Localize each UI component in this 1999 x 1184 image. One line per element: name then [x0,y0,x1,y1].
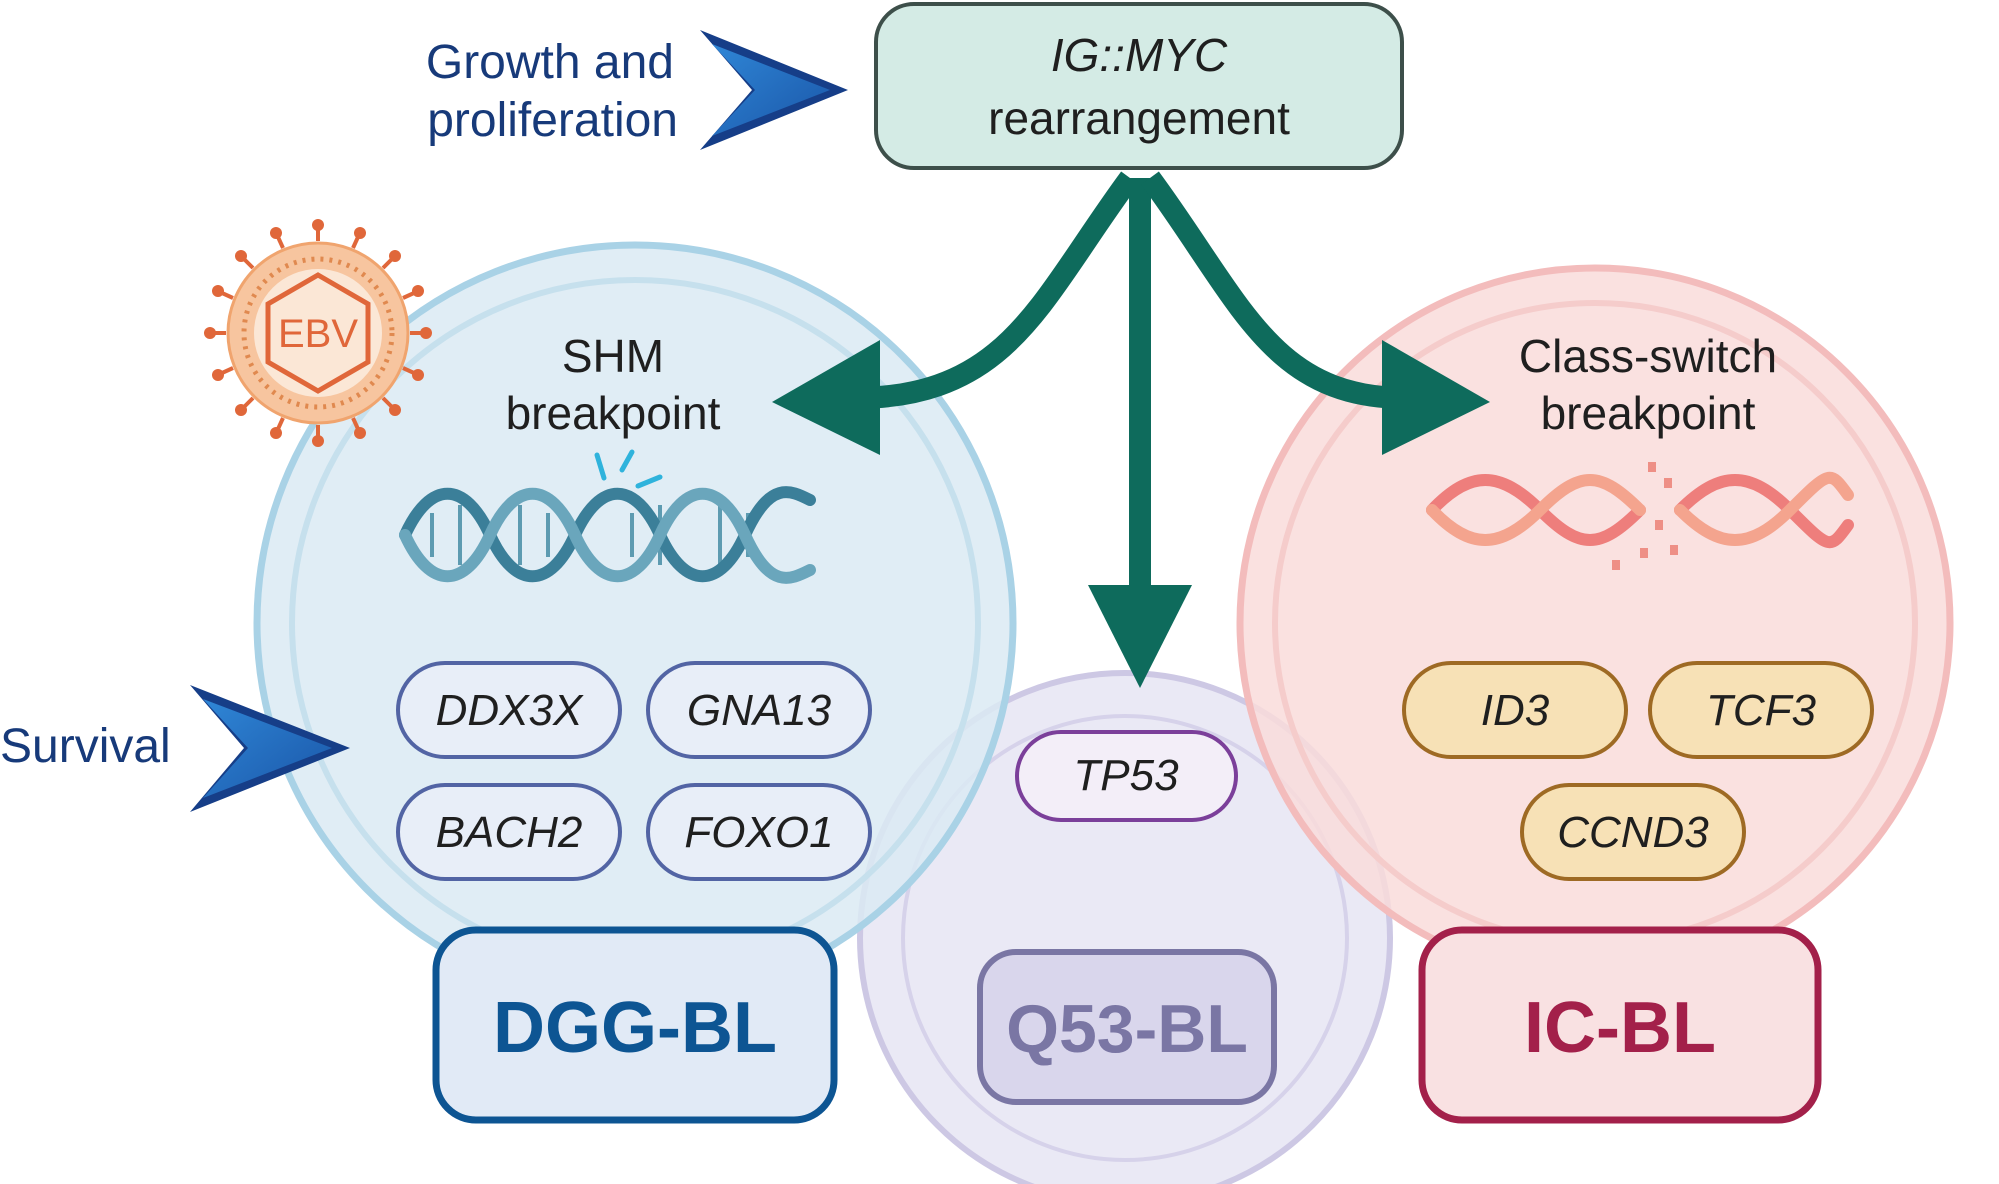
gene-pill-ddx3x: DDX3X [396,661,622,759]
gene-pill-foxo1: FOXO1 [646,783,872,881]
gene-pill-gna13: GNA13 [646,661,872,759]
survival-label: Survival [0,720,171,773]
shm-label-line2: breakpoint [506,387,721,439]
gene-label: BACH2 [436,808,583,857]
growth-chevron-icon [700,30,848,150]
subtype-label-dgg-bl: DGG-BL [493,988,777,1068]
broken-dna-helix-icon [1426,462,1854,570]
subtype-label-ic-bl: IC-BL [1524,988,1716,1068]
subtype-box-dgg-bl: DGG-BL [432,926,838,1124]
arrow-to-class-switch-icon [1141,171,1490,455]
ebv-label: EBV [278,312,358,356]
growth-label-line2: proliferation [427,94,678,147]
gene-label: CCND3 [1557,808,1709,857]
subtype-box-ic-bl: IC-BL [1418,926,1822,1124]
gene-label: ID3 [1481,686,1550,735]
gene-pill-ccnd3: CCND3 [1520,783,1746,881]
myc-label-line1: IG::MYC [1051,29,1228,81]
gene-label: FOXO1 [684,808,833,857]
shm-label-line1: SHM [562,330,664,382]
gene-label: DDX3X [436,686,584,735]
class-switch-label-line2: breakpoint [1541,387,1756,439]
subtype-box-q53-bl: Q53-BL [977,949,1277,1105]
gene-label: TP53 [1073,751,1179,800]
gene-label: GNA13 [687,686,832,735]
gene-pill-id3: ID3 [1402,661,1628,759]
dna-helix-icon [399,449,816,584]
gene-pill-tp53: TP53 [1015,730,1238,822]
myc-label-line2: rearrangement [988,92,1290,144]
survival-chevron-icon [190,685,350,812]
ebv-virus-icon: EBV [204,219,432,447]
class-switch-label-line1: Class-switch [1519,330,1777,382]
growth-label-line1: Growth and [426,36,674,89]
myc-rearrangement-node: IG::MYC rearrangement [874,2,1404,170]
gene-label: TCF3 [1706,686,1817,735]
gene-pill-bach2: BACH2 [396,783,622,881]
arrow-to-q53-icon [1088,178,1192,688]
subtype-label-q53-bl: Q53-BL [1006,991,1248,1067]
arrow-to-shm-icon [772,171,1139,455]
gene-pill-tcf3: TCF3 [1648,661,1874,759]
